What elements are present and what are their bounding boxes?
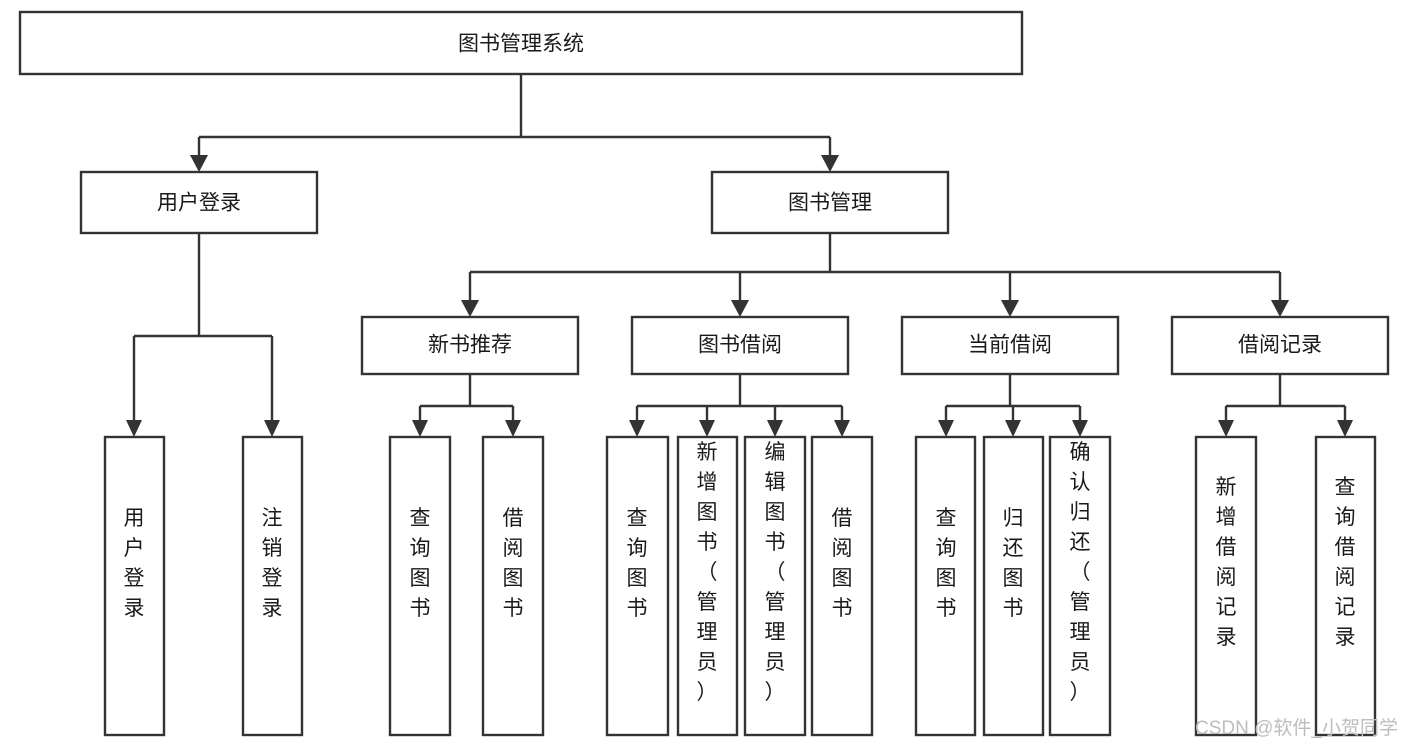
node-book-manage-label: 图书管理 xyxy=(788,192,872,215)
node-leaf-edit-book-admin[interactable]: 编辑图书（管理员） xyxy=(743,435,807,737)
node-leaf-confirm-return-admin-label: 确认归还（管理员） xyxy=(1070,441,1091,704)
node-user-login-box[interactable] xyxy=(79,170,319,235)
node-leaf-borrow-book-rec[interactable]: 借阅图书 xyxy=(481,435,545,737)
node-leaf-user-login-label: 用户登录 xyxy=(124,507,145,620)
node-leaf-borrow-book-rec-box[interactable] xyxy=(481,435,545,737)
arrow-head-leaf-query-borrow-record xyxy=(1337,420,1353,437)
node-leaf-query-book-cur[interactable]: 查询图书 xyxy=(914,435,977,737)
node-leaf-query-borrow-record-label: 查询借阅记录 xyxy=(1335,476,1356,649)
node-current-borrow[interactable]: 当前借阅 xyxy=(900,315,1120,376)
arrow-head-leaf-confirm-return xyxy=(1072,420,1088,437)
node-leaf-query-book-cur-label: 查询图书 xyxy=(936,507,957,620)
node-leaf-query-book-rec-box[interactable] xyxy=(388,435,452,737)
arrow-head-book-borrow xyxy=(731,300,749,317)
node-leaf-return-book-box[interactable] xyxy=(982,435,1045,737)
node-new-book-rec-label: 新书推荐 xyxy=(428,334,512,357)
node-borrow-record-box[interactable] xyxy=(1170,315,1390,376)
node-book-borrow-label: 图书借阅 xyxy=(698,334,782,357)
node-book-manage[interactable]: 图书管理 xyxy=(710,170,950,235)
arrow-head-book-manage xyxy=(821,155,839,172)
node-root-box[interactable] xyxy=(18,10,1024,76)
node-leaf-query-book-rec[interactable]: 查询图书 xyxy=(388,435,452,737)
node-borrow-record[interactable]: 借阅记录 xyxy=(1170,315,1390,376)
arrow-head-borrow-record xyxy=(1271,300,1289,317)
node-current-borrow-box[interactable] xyxy=(900,315,1120,376)
node-root[interactable]: 图书管理系统 xyxy=(18,10,1024,76)
node-leaf-query-book-borrow-box[interactable] xyxy=(605,435,670,737)
arrow-head-leaf-borrow-book-rec xyxy=(505,420,521,437)
node-leaf-add-borrow-record-label: 新增借阅记录 xyxy=(1216,476,1237,649)
arrow-head-current-borrow xyxy=(1001,300,1019,317)
node-leaf-query-book-borrow[interactable]: 查询图书 xyxy=(605,435,670,737)
node-leaf-user-login[interactable]: 用户登录 xyxy=(103,435,166,737)
arrow-head-leaf-edit-book-admin xyxy=(767,420,783,437)
node-book-manage-box[interactable] xyxy=(710,170,950,235)
node-leaf-borrow-book-label: 借阅图书 xyxy=(832,507,853,620)
node-leaf-query-borrow-record[interactable]: 查询借阅记录 xyxy=(1314,435,1377,737)
node-leaf-add-borrow-record[interactable]: 新增借阅记录 xyxy=(1194,435,1258,737)
arrow-head-leaf-query-book-cur xyxy=(938,420,954,437)
arrow-head-leaf-user-logout xyxy=(264,420,280,437)
node-leaf-return-book[interactable]: 归还图书 xyxy=(982,435,1045,737)
node-leaf-user-logout[interactable]: 注销登录 xyxy=(241,435,304,737)
node-new-book-rec[interactable]: 新书推荐 xyxy=(360,315,580,376)
node-leaf-edit-book-admin-box[interactable] xyxy=(743,435,807,737)
node-new-book-rec-box[interactable] xyxy=(360,315,580,376)
arrow-head-user-login xyxy=(190,155,208,172)
node-leaf-add-borrow-record-box[interactable] xyxy=(1194,435,1258,737)
node-leaf-add-book-admin-label: 新增图书（管理员） xyxy=(697,441,718,704)
node-leaf-add-book-admin-box[interactable] xyxy=(676,435,739,737)
node-borrow-record-label: 借阅记录 xyxy=(1238,334,1322,357)
node-root-label: 图书管理系统 xyxy=(458,33,584,56)
node-leaf-add-book-admin[interactable]: 新增图书（管理员） xyxy=(676,435,739,737)
node-leaf-borrow-book-box[interactable] xyxy=(810,435,874,737)
arrow-head-leaf-add-book-admin xyxy=(699,420,715,437)
node-leaf-borrow-book[interactable]: 借阅图书 xyxy=(810,435,874,737)
node-leaf-query-book-cur-box[interactable] xyxy=(914,435,977,737)
node-leaf-query-book-rec-label: 查询图书 xyxy=(410,507,431,620)
connector-group xyxy=(126,74,1353,437)
node-leaf-confirm-return-admin[interactable]: 确认归还（管理员） xyxy=(1048,435,1112,737)
node-user-login-label: 用户登录 xyxy=(157,192,241,215)
node-leaf-user-logout-label: 注销登录 xyxy=(262,507,283,620)
arrow-head-leaf-borrow-book xyxy=(834,420,850,437)
node-leaf-borrow-book-rec-label: 借阅图书 xyxy=(503,507,524,620)
node-leaf-user-login-box[interactable] xyxy=(103,435,166,737)
node-leaf-return-book-label: 归还图书 xyxy=(1003,507,1024,620)
arrow-head-leaf-add-borrow-record xyxy=(1218,420,1234,437)
arrow-head-leaf-user-login xyxy=(126,420,142,437)
csdn-watermark: CSDN @软件_小贺同学 xyxy=(1195,717,1398,739)
node-leaf-query-book-borrow-label: 查询图书 xyxy=(627,507,648,620)
node-leaf-confirm-return-admin-box[interactable] xyxy=(1048,435,1112,737)
arrow-head-new-book-rec xyxy=(461,300,479,317)
arrow-head-leaf-query-book-borrow xyxy=(629,420,645,437)
arrow-head-leaf-return-book xyxy=(1005,420,1021,437)
node-leaf-query-borrow-record-box[interactable] xyxy=(1314,435,1377,737)
arrow-head-leaf-query-book-rec xyxy=(412,420,428,437)
node-book-borrow-box[interactable] xyxy=(630,315,850,376)
node-leaf-user-logout-box[interactable] xyxy=(241,435,304,737)
node-current-borrow-label: 当前借阅 xyxy=(968,334,1052,357)
node-leaf-edit-book-admin-label: 编辑图书（管理员） xyxy=(765,441,786,704)
node-user-login[interactable]: 用户登录 xyxy=(79,170,319,235)
node-book-borrow[interactable]: 图书借阅 xyxy=(630,315,850,376)
